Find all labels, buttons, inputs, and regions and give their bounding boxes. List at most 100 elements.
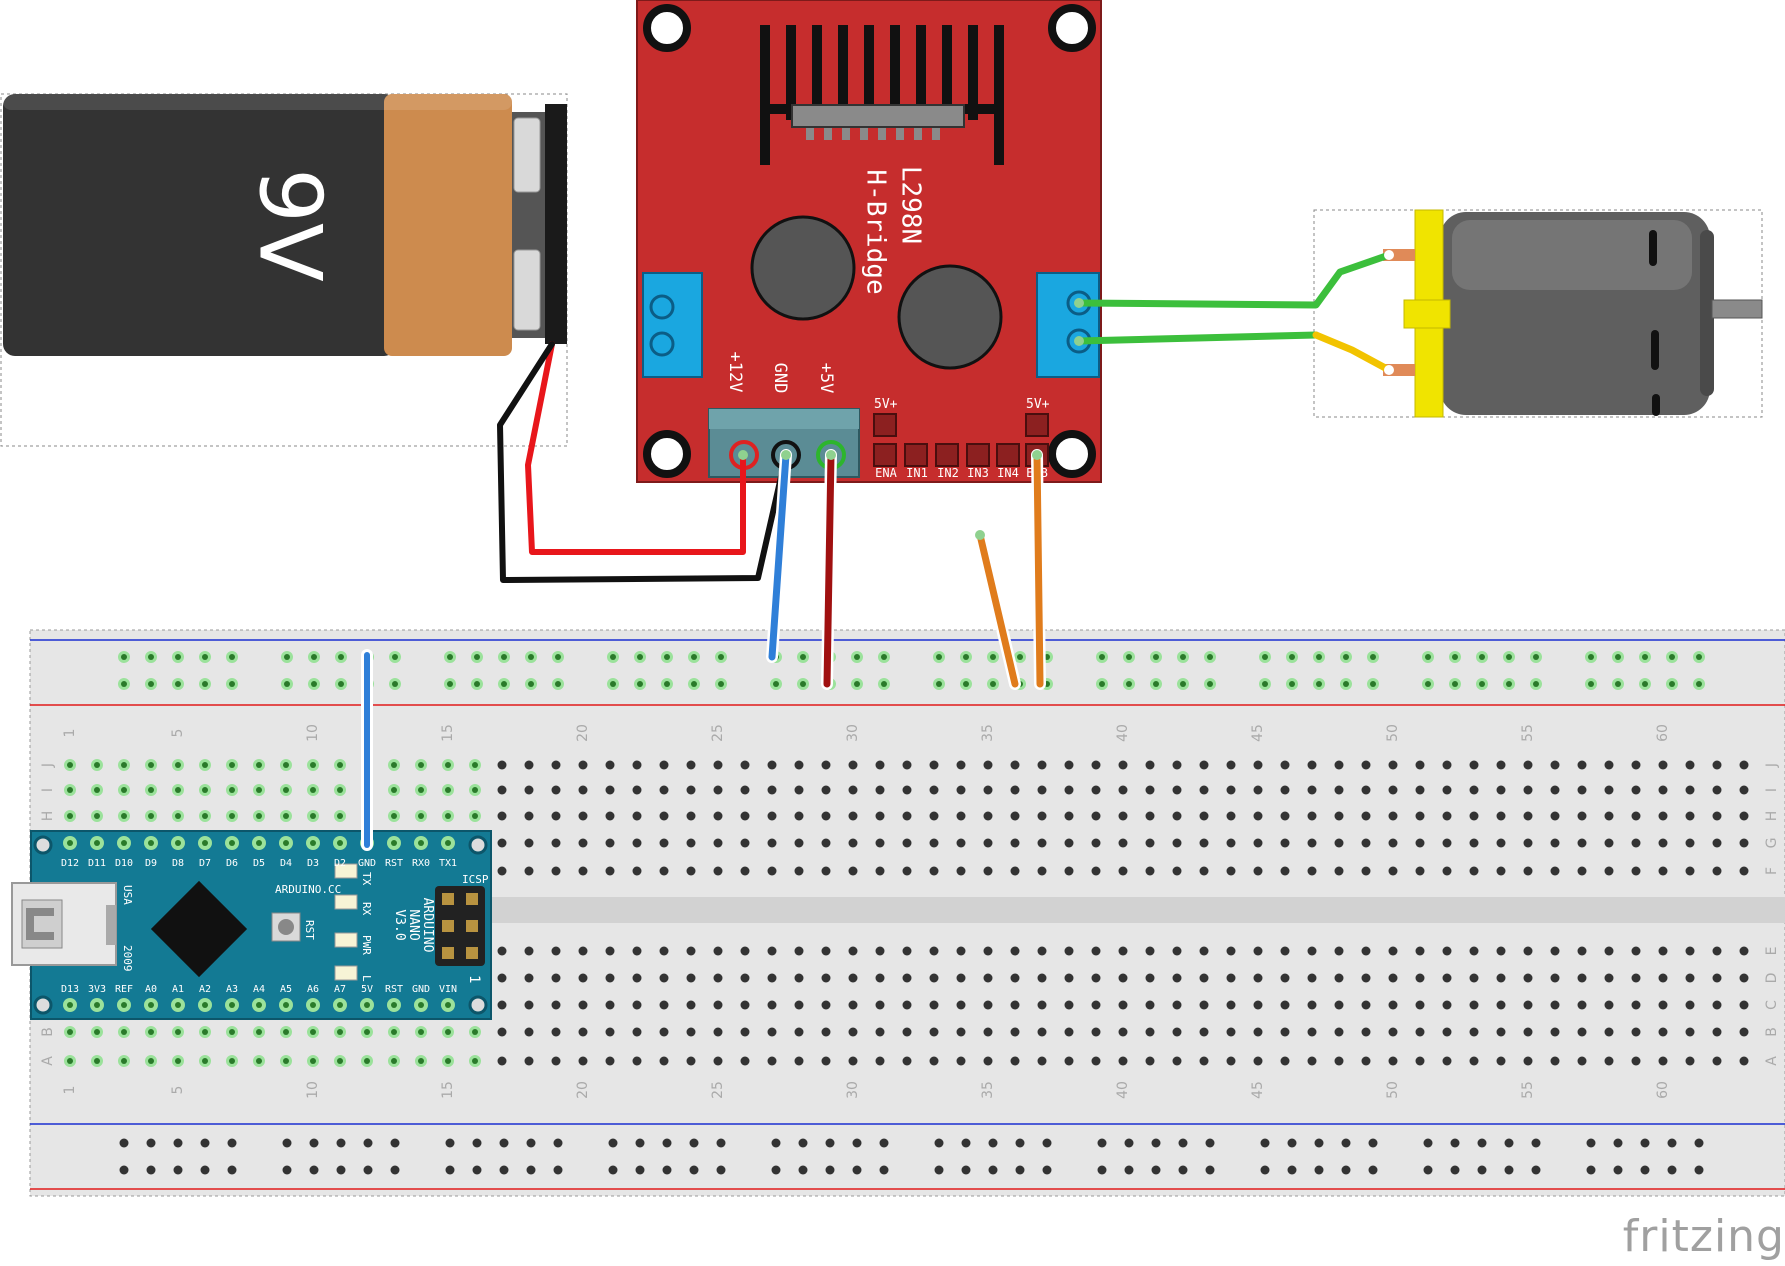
- breadboard-hole: [1712, 1027, 1722, 1037]
- wire-battery-negative[interactable]: [497, 341, 789, 583]
- breadboard-hole: [1577, 785, 1587, 795]
- breadboard-hole: [551, 785, 561, 795]
- nano-pin-label: A0: [145, 984, 157, 995]
- rail-hole: [1097, 1138, 1107, 1148]
- row-letter: H: [1764, 811, 1780, 822]
- breadboard-hole: [659, 838, 669, 848]
- breadboard-hole: [1307, 866, 1317, 876]
- nano-pin-label: D4: [280, 858, 292, 869]
- breadboard-hole: [929, 946, 939, 956]
- breadboard-hole: [1118, 760, 1128, 770]
- breadboard-hole: [1496, 760, 1506, 770]
- rail-hole: [1260, 1138, 1270, 1148]
- breadboard-hole: [524, 1056, 534, 1066]
- rail-hole: [173, 1138, 183, 1148]
- breadboard-hole: [1280, 838, 1290, 848]
- breadboard-hole: [1010, 760, 1020, 770]
- breadboard-hole: [1577, 760, 1587, 770]
- breadboard-hole: [497, 838, 507, 848]
- wire-motor-a[interactable]: [1075, 251, 1393, 309]
- breadboard-hole: [740, 1027, 750, 1037]
- breadboard-hole: [1010, 946, 1020, 956]
- breadboard-hole: [1307, 1000, 1317, 1010]
- rail-hole: [1314, 1165, 1324, 1175]
- rail-hole: [1477, 1165, 1487, 1175]
- column-number: 55: [1520, 724, 1536, 742]
- breadboard-hole: [1118, 785, 1128, 795]
- breadboard-hole: [875, 811, 885, 821]
- breadboard-hole: [929, 785, 939, 795]
- breadboard-hole: [1091, 811, 1101, 821]
- row-letter: E: [1764, 947, 1780, 956]
- wire-motor-b-green[interactable]: [1075, 331, 1320, 345]
- nano-pin-label: VIN: [439, 984, 457, 995]
- breadboard-hole: [740, 946, 750, 956]
- rail-hole: [336, 1138, 346, 1148]
- breadboard-hole: [821, 1027, 831, 1037]
- breadboard-hole: [605, 866, 615, 876]
- breadboard-hole: [1442, 973, 1452, 983]
- breadboard-hole: [1388, 760, 1398, 770]
- nano-pin-label: A5: [280, 984, 292, 995]
- breadboard-hole: [686, 838, 696, 848]
- breadboard-hole: [767, 973, 777, 983]
- breadboard-hole: [956, 866, 966, 876]
- breadboard-hole: [551, 866, 561, 876]
- breadboard-hole: [1145, 1056, 1155, 1066]
- nano-pin-label: D7: [199, 858, 211, 869]
- rail-hole: [227, 1165, 237, 1175]
- breadboard-hole: [1658, 1056, 1668, 1066]
- label-5v-plus-a: 5V+: [874, 397, 898, 412]
- rail-hole: [1260, 1165, 1270, 1175]
- breadboard-hole: [524, 760, 534, 770]
- breadboard-hole: [1334, 760, 1344, 770]
- breadboard-hole: [1523, 1027, 1533, 1037]
- nano-pin-label: A2: [199, 984, 211, 995]
- rail-hole: [1368, 1165, 1378, 1175]
- column-number: 60: [1655, 724, 1671, 742]
- battery-terminal-negative: [513, 249, 541, 331]
- rail-hole: [1477, 1138, 1487, 1148]
- breadboard-hole: [1604, 1000, 1614, 1010]
- column-number: 25: [710, 1081, 726, 1099]
- nano-pin-label: RX0: [412, 858, 430, 869]
- breadboard-hole: [1415, 811, 1425, 821]
- rail-hole: [1694, 1165, 1704, 1175]
- breadboard-hole: [686, 866, 696, 876]
- breadboard-hole: [1604, 838, 1614, 848]
- breadboard-hole: [821, 811, 831, 821]
- breadboard-hole: [1577, 946, 1587, 956]
- breadboard-hole: [1361, 785, 1371, 795]
- breadboard-hole: [632, 1000, 642, 1010]
- rail-hole: [173, 1165, 183, 1175]
- breadboard-hole: [578, 946, 588, 956]
- breadboard-hole: [1091, 1000, 1101, 1010]
- breadboard-hole: [659, 760, 669, 770]
- breadboard-hole: [1226, 811, 1236, 821]
- label-5v: +5V: [816, 363, 836, 394]
- rail-hole: [1205, 1138, 1215, 1148]
- breadboard-hole: [632, 1027, 642, 1037]
- breadboard-hole: [578, 973, 588, 983]
- breadboard-hole: [929, 811, 939, 821]
- breadboard-hole: [1631, 973, 1641, 983]
- breadboard-hole: [1658, 838, 1668, 848]
- wire-battery-positive[interactable]: [525, 341, 746, 555]
- breadboard-hole: [929, 760, 939, 770]
- breadboard-hole: [578, 1000, 588, 1010]
- breadboard-hole: [1280, 866, 1290, 876]
- breadboard-hole: [1388, 838, 1398, 848]
- breadboard-hole: [1010, 811, 1020, 821]
- breadboard-hole: [1496, 866, 1506, 876]
- breadboard-hole: [1496, 785, 1506, 795]
- breadboard-hole: [1442, 1056, 1452, 1066]
- nano-pin-label: A7: [334, 984, 346, 995]
- breadboard-hole: [1253, 1027, 1263, 1037]
- breadboard-hole: [821, 838, 831, 848]
- breadboard-hole: [1199, 1027, 1209, 1037]
- breadboard-hole: [1037, 866, 1047, 876]
- breadboard-hole: [929, 1056, 939, 1066]
- battery-terminal-positive: [513, 117, 541, 193]
- wire-motor-b-yellow[interactable]: [1312, 331, 1393, 374]
